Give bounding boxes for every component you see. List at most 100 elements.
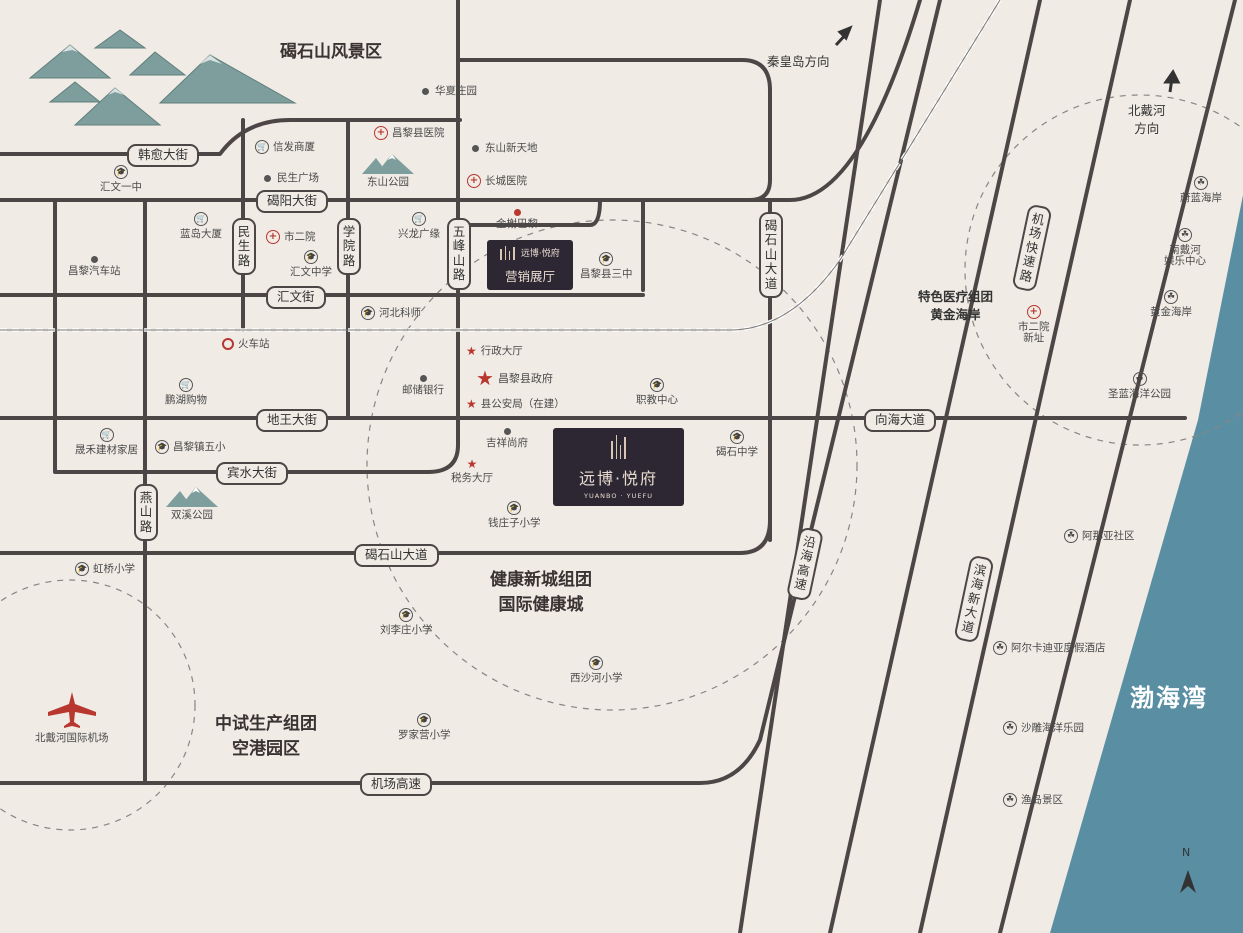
poi-minsheng-plaza[interactable]: 民生广场: [262, 173, 319, 184]
radius-circles: [0, 94, 1243, 831]
poi-label: 蔚蓝海岸: [1180, 192, 1222, 204]
poi-qianzhuangzi[interactable]: 🎓钱庄子小学: [488, 501, 541, 529]
huiwen-middle-icon: 🎓: [304, 250, 318, 264]
poi-label: 市二院 新址: [1018, 321, 1050, 344]
road-label-airport-hw: 机场高速: [360, 773, 433, 796]
poi-label: 市二院: [284, 230, 316, 243]
minsheng-plaza-icon: [264, 174, 271, 182]
poi-label: 昌黎县三中: [580, 268, 633, 280]
road-jieshi-south: [0, 518, 772, 555]
poi-dongshan-xintiandi[interactable]: 东山新天地: [470, 143, 538, 154]
poi-tax[interactable]: ★税务大厅: [451, 458, 493, 484]
changli-3-icon: 🎓: [599, 252, 614, 266]
luojiaying-icon: 🎓: [417, 713, 432, 727]
penghu-icon: 🛒: [179, 378, 193, 392]
poi-label: 圣蓝海洋公园: [1108, 388, 1171, 400]
poi-label: 罗家营小学: [398, 729, 451, 741]
poi-train-station[interactable]: 火车站: [222, 338, 270, 350]
sales-center-logo-text: 远博·悦府: [520, 249, 560, 259]
poi-label: 邮储银行: [402, 384, 444, 396]
poi-huaxia[interactable]: 华夏庄园: [420, 86, 477, 97]
poi-landao[interactable]: 🛒蓝岛大厦: [180, 212, 222, 240]
poi-jixiang[interactable]: 吉祥尚府: [486, 428, 528, 449]
poi-shadiao[interactable]: ☘沙雕海洋乐园: [1003, 721, 1084, 735]
poi-label: 民生广场: [277, 172, 319, 184]
poi-changli-5[interactable]: 🎓昌黎镇五小: [155, 440, 226, 454]
poi-shuangxi[interactable]: 双溪公园: [166, 485, 218, 521]
poi-weilan[interactable]: ☘ 蔚蓝海岸: [1180, 176, 1222, 204]
poi-xishahe[interactable]: 🎓西沙河小学: [570, 656, 623, 684]
poi-shenghe[interactable]: 🛒晟禾建材家居: [75, 428, 138, 456]
poi-label: 双溪公园: [171, 509, 213, 521]
jieshi-middle-icon: 🎓: [730, 430, 744, 444]
poi-huiwen-middle[interactable]: 🎓汇文中学: [290, 250, 332, 278]
poi-huangjin[interactable]: ☘黄金海岸: [1150, 290, 1192, 318]
poi-jinshu[interactable]: 金榭巴黎: [496, 209, 538, 230]
poi-hongqiao[interactable]: 🎓虹桥小学: [75, 562, 135, 576]
weilan-icon: ☘: [1194, 176, 1208, 190]
shenghe-icon: 🛒: [99, 428, 114, 442]
poi-post-bank[interactable]: 邮储银行: [402, 375, 444, 396]
poi-luojiaying[interactable]: 🎓 罗家营小学: [398, 713, 451, 741]
project-logo-icon-large: [611, 434, 626, 459]
poi-xinfa[interactable]: 🛒 信发商厦: [255, 140, 315, 154]
shuangxi-icon: [166, 485, 218, 507]
north-arrow-icon: [1180, 870, 1196, 893]
bus-station-icon: [90, 256, 98, 263]
yudao-icon: ☘: [1003, 793, 1017, 807]
poi-liulizhuang[interactable]: 🎓刘李庄小学: [380, 608, 433, 636]
sales-center-box[interactable]: 远博·悦府 营销展厅: [487, 240, 573, 290]
poi-changli-3[interactable]: 🎓 昌黎县三中: [580, 252, 633, 280]
road-yanhai-1: [738, 0, 882, 933]
poi-label: 东山公园: [367, 176, 409, 188]
poi-huiwen-1[interactable]: 🎓 汇文一中: [100, 165, 142, 193]
poi-anaya[interactable]: ☘阿那亚社区: [1064, 529, 1135, 543]
project-box[interactable]: 远博·悦府 YUANBO · YUEFU: [553, 428, 684, 506]
sea-label: 渤海湾: [1130, 684, 1208, 712]
zone-health: 健康新城组团 国际健康城: [490, 570, 592, 615]
sales-center-label: 营销展厅: [504, 268, 555, 284]
road-binhai-1: [918, 0, 1132, 933]
poi-label: 昌黎汽车站: [68, 265, 121, 277]
poi-label: 汇文一中: [100, 181, 142, 193]
poi-city-hospital-2-new[interactable]: +市二院 新址: [1018, 305, 1050, 343]
road-label-jieyang: 碣阳大街: [256, 190, 329, 213]
road-label-jieshan-east: 碣石山大道: [759, 212, 783, 298]
poi-airport[interactable]: 北戴河国际机场: [35, 690, 109, 744]
poi-label: 吉祥尚府: [486, 437, 528, 449]
poi-vocational[interactable]: 🎓职教中心: [636, 378, 678, 406]
poi-label: 信发商厦: [273, 140, 315, 153]
zone-scenic: 碣石山风景区: [280, 42, 382, 62]
poi-county-hospital[interactable]: +昌黎县医院: [374, 126, 445, 140]
poi-yudao[interactable]: ☘渔岛景区: [1003, 793, 1063, 807]
poi-dongshan-park[interactable]: 东山公园: [362, 152, 414, 188]
zone-medical: 特色医疗组团 黄金海岸: [918, 289, 994, 323]
poi-police[interactable]: ★县公安局（在建）: [466, 398, 565, 410]
poi-county-gov[interactable]: ★昌黎县政府: [476, 368, 553, 388]
poi-hebei-normal[interactable]: 🎓河北科师: [361, 306, 421, 320]
poi-city-hospital-2[interactable]: +市二院: [266, 230, 316, 244]
poi-label: 刘李庄小学: [380, 624, 433, 636]
poi-label: 钱庄子小学: [488, 517, 541, 529]
poi-penghu[interactable]: 🛒鹏湖购物: [165, 378, 207, 406]
poi-label: 金榭巴黎: [496, 218, 538, 230]
road-hanyu-loop: [0, 118, 462, 156]
road-label-wufeng: 五峰山路: [447, 218, 471, 290]
poi-admin-hall[interactable]: ★行政大厅: [466, 345, 523, 357]
poi-nandaihe[interactable]: ☘南戴河 娱乐中心: [1164, 228, 1206, 266]
bohai-bay-sea: [1050, 195, 1243, 933]
project-pinyin: YUANBO · YUEFU: [583, 491, 654, 500]
poi-bus-station[interactable]: 昌黎汽车站: [68, 256, 121, 277]
poi-arcadia[interactable]: ☘阿尔卡迪亚度假酒店: [993, 641, 1106, 655]
vocational-icon: 🎓: [650, 378, 664, 392]
huiwen-1-icon: 🎓: [114, 165, 128, 179]
poi-shenglan[interactable]: ☘圣蓝海洋公园: [1108, 372, 1171, 400]
radius-circle-airport: [0, 579, 196, 831]
poi-changcheng-hospital[interactable]: +长城医院: [467, 174, 527, 188]
zone-airport: 中试生产组团 空港园区: [215, 714, 317, 759]
xinfa-icon: 🛒: [255, 140, 269, 154]
poi-jieshi-middle[interactable]: 🎓碣石中学: [716, 430, 758, 458]
poi-xinglong[interactable]: 🛒兴龙广缘: [398, 212, 440, 240]
road-label-jieshan-south: 碣石山大道: [354, 544, 439, 567]
